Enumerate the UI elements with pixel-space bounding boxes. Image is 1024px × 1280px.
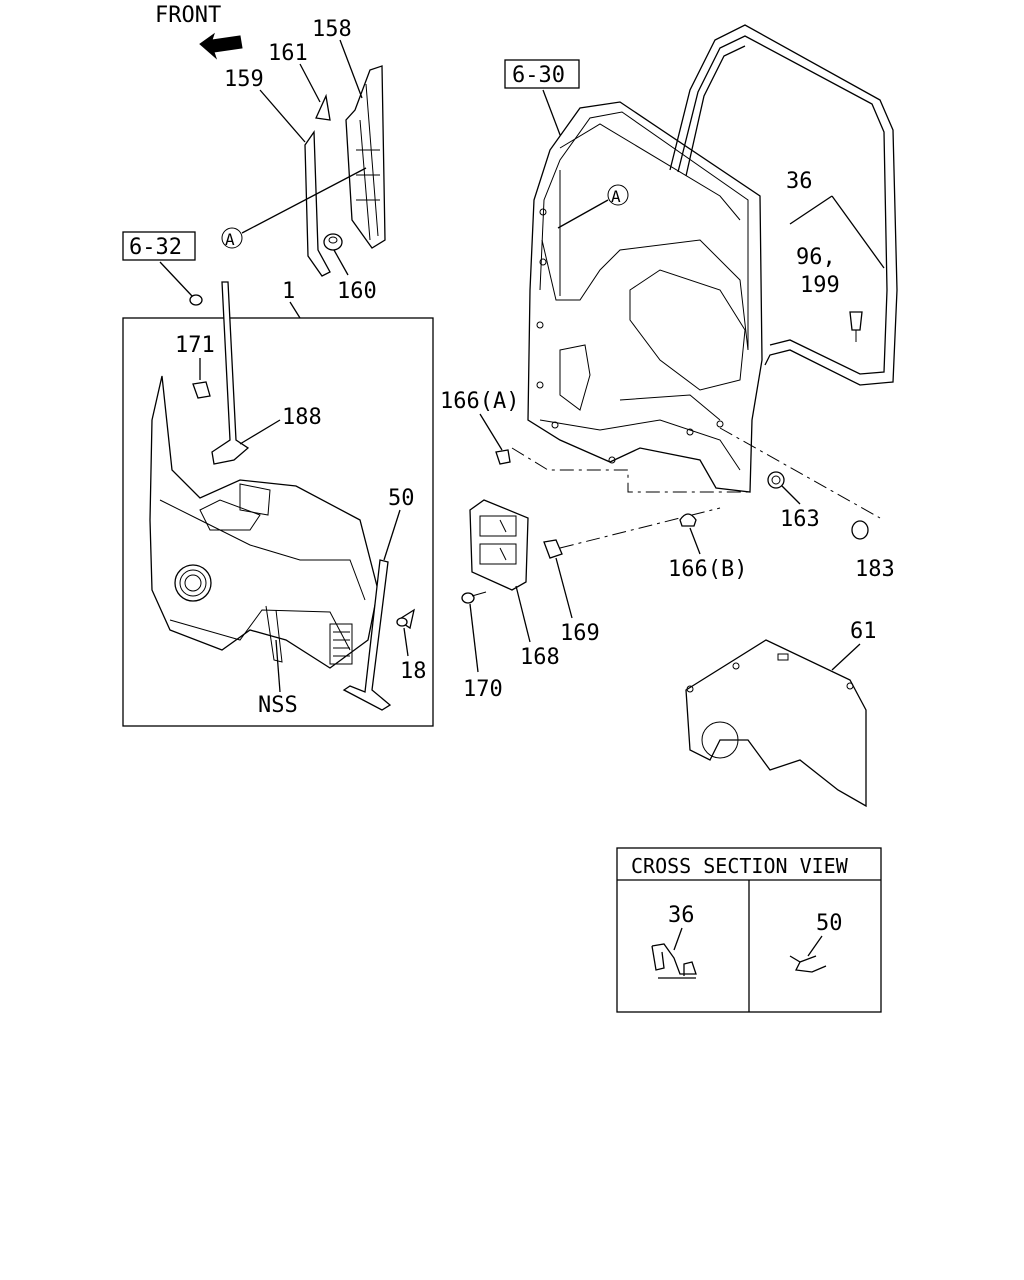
label-nss: NSS [258,693,298,718]
label-50: 50 [388,486,415,511]
label-96: 96, [796,245,836,270]
cross-section-view: CROSS SECTION VIEW 36 50 [616,847,882,1013]
label-168: 168 [520,645,560,670]
label-61: 61 [850,619,877,644]
label-199: 199 [800,273,840,298]
label-158: 158 [312,17,352,42]
cross-section-title: CROSS SECTION VIEW [631,854,849,878]
liner-sheet [685,639,867,808]
door-inner-panel [527,101,763,493]
label-36: 36 [786,169,813,194]
label-188: 188 [282,405,322,430]
ref-box-6-30: 6-30 [512,63,565,88]
front-label: FRONT [155,3,221,28]
label-171: 171 [175,333,215,358]
label-169: 169 [560,621,600,646]
label-183: 183 [855,557,895,582]
label-18: 18 [400,659,427,684]
trim-panel-box [122,317,434,727]
label-166b: 166(B) [668,557,747,582]
trim-panel [149,375,379,669]
cross-section-label-50: 50 [816,911,843,936]
ref-box-6-32: 6-32 [129,235,182,260]
label-163: 163 [780,507,820,532]
label-161: 161 [268,41,308,66]
bracket-plate [469,499,529,591]
callout-a-marker: A [225,230,235,249]
label-160: 160 [337,279,377,304]
callout-a-door-marker: A [611,187,621,206]
weatherstrip [669,24,898,386]
label-166a: 166(A) [440,389,519,414]
label-159: 159 [224,67,264,92]
garnish-group: A [221,65,386,277]
label-1: 1 [282,279,295,304]
cross-section-label-36: 36 [668,903,695,928]
label-170: 170 [463,677,503,702]
front-arrow-icon [199,32,243,60]
